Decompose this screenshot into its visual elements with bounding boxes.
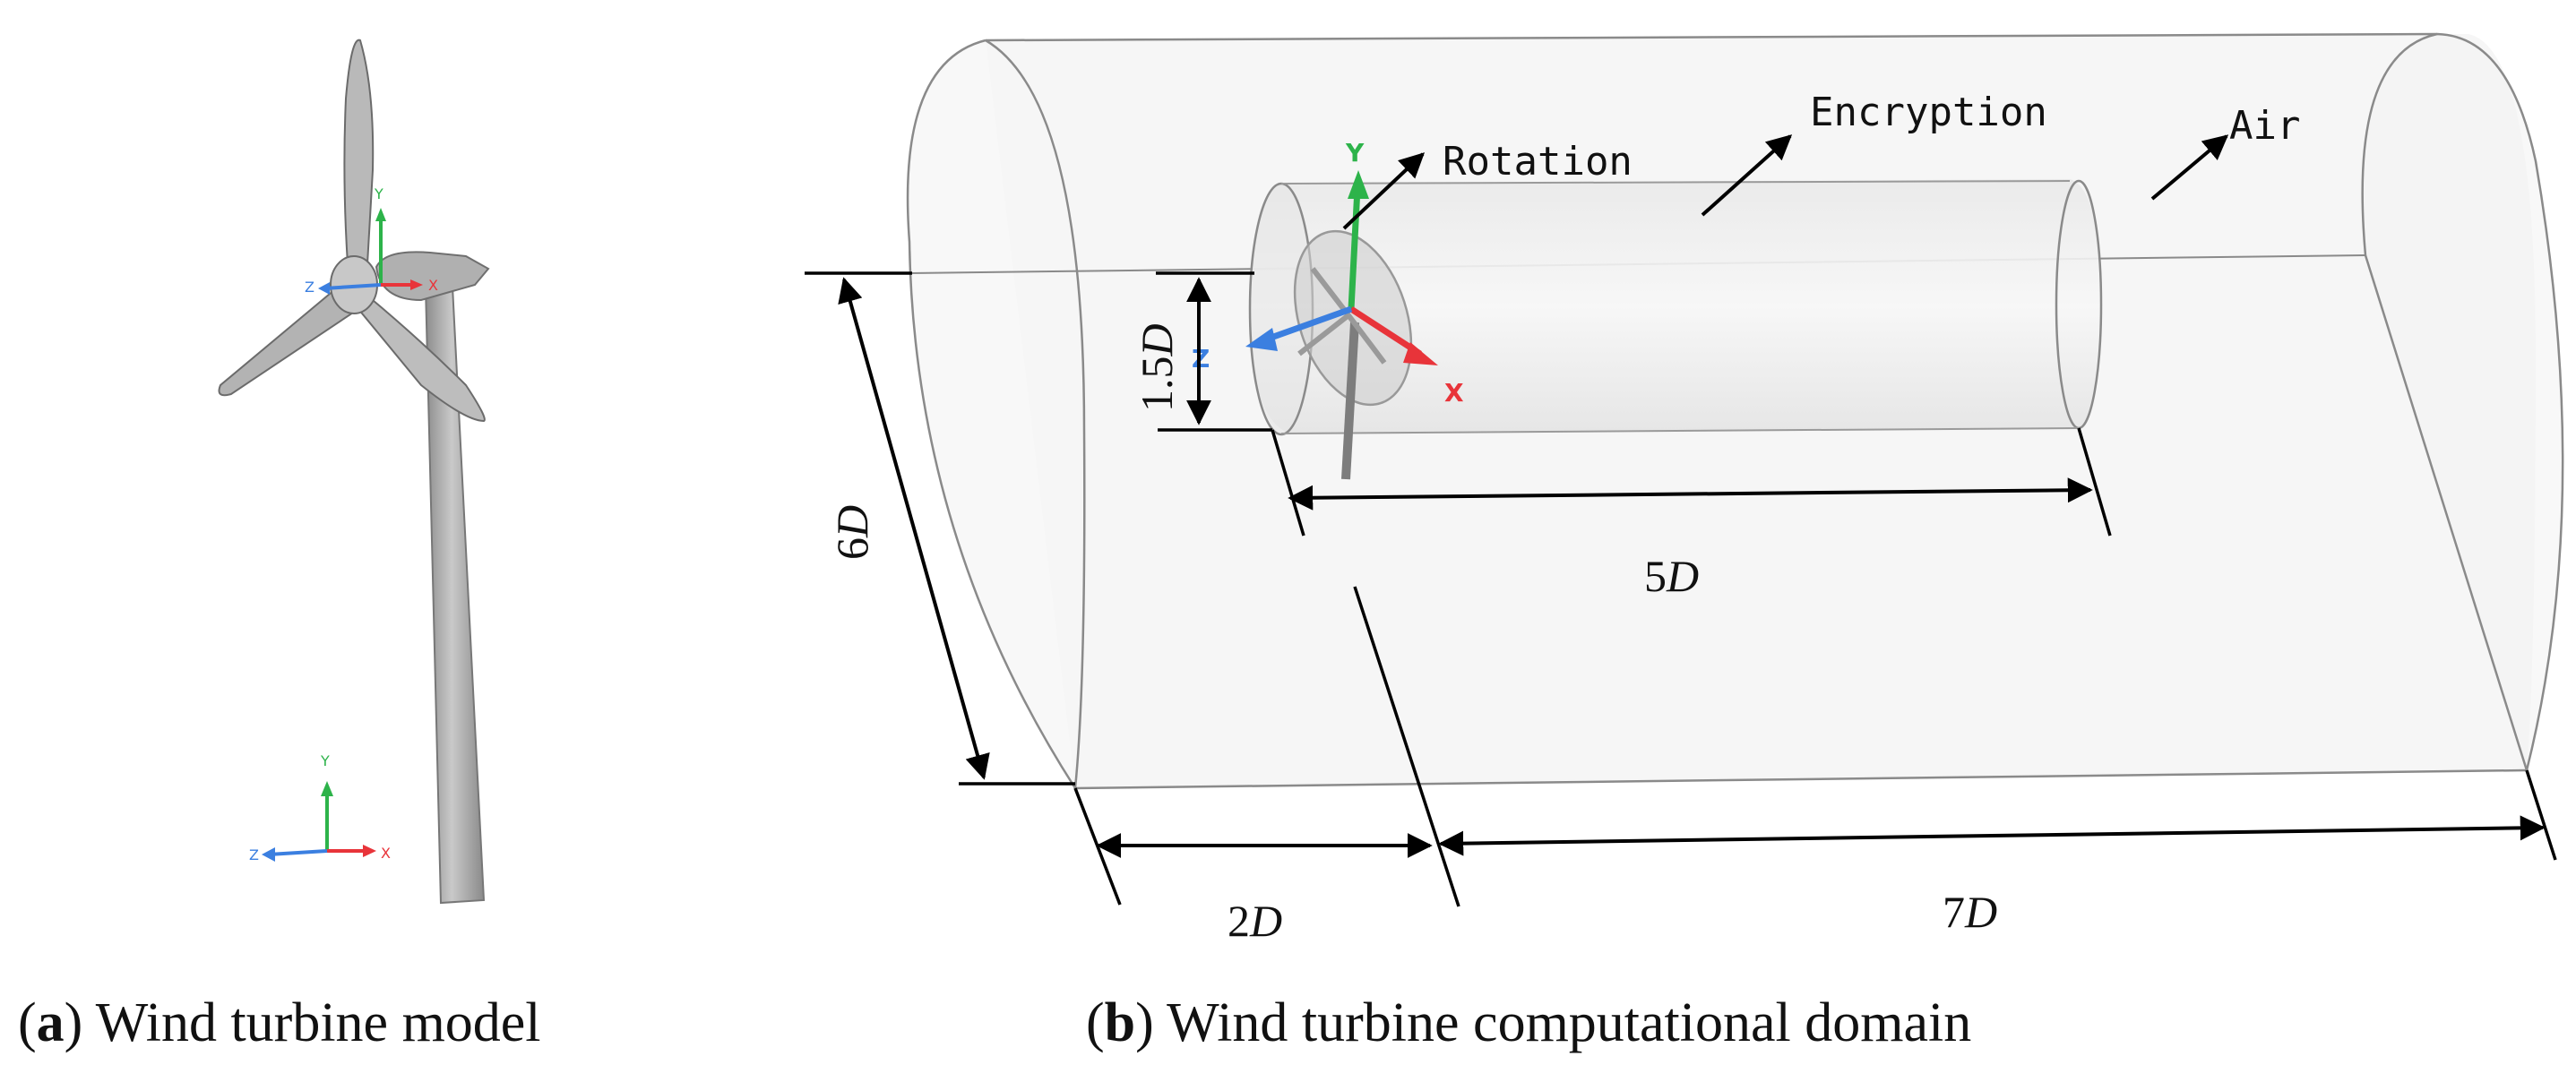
corner-axis-z-label: Z <box>249 846 259 863</box>
turbine-blade-right <box>357 294 486 423</box>
domain-axis-y-label: Y <box>1345 138 1365 167</box>
domain-axes-triad <box>1245 170 1438 365</box>
outer-domain-top-edge <box>985 32 2438 42</box>
dim-5d-arrow <box>1288 477 2093 511</box>
dim-6d-arrow <box>838 277 990 780</box>
turbine-blade-top <box>343 39 375 265</box>
outer-domain-right-arc <box>2361 32 2564 775</box>
dim-7d-arrow <box>1438 815 2546 856</box>
wind-turbine-model: Y X Z Y X Z <box>218 39 490 905</box>
hub-axes-triad <box>318 208 423 295</box>
hub-axis-y-label: Y <box>374 185 383 202</box>
corner-axis-y-label: Y <box>320 752 330 769</box>
encryption-cylinder-body <box>1250 179 2101 434</box>
rotation-label: Rotation <box>1443 139 1633 185</box>
computational-domain <box>906 32 2564 790</box>
dim-7d-label: 7D <box>1943 887 1997 937</box>
turbine-tower-b <box>1341 322 1359 480</box>
dim-2d-label: 2D <box>1228 896 1282 946</box>
air-label: Air <box>2229 103 2300 149</box>
domain-axis-z-label: Z <box>1192 344 1210 374</box>
panel-a-caption: (a) Wind turbine model <box>18 992 541 1053</box>
dim-5d-label: 5D <box>1644 551 1699 601</box>
dim-1-5d-label: 1.5D <box>1132 323 1182 412</box>
turbine-nacelle <box>375 251 490 302</box>
encryption-label: Encryption <box>1810 90 2047 135</box>
dimension-arrows <box>838 277 2546 858</box>
panel-b-caption: (b) Wind turbine computational domain <box>1086 992 1971 1053</box>
encryption-pointer-arrow <box>1701 134 1793 217</box>
turbine-blade-left <box>218 283 360 397</box>
corner-axes-triad <box>262 781 376 862</box>
air-pointer-arrow <box>2150 134 2229 201</box>
corner-axis-x-label: X <box>381 845 391 862</box>
dim-6d-label: 6D <box>827 505 877 560</box>
hub-axis-z-label: Z <box>305 279 314 296</box>
rotation-pointer-arrow <box>1342 152 1426 230</box>
domain-axis-x-label: X <box>1444 378 1464 408</box>
outer-domain-left-arc-inner <box>985 39 1086 789</box>
hub-axis-x-label: X <box>428 277 438 294</box>
outer-domain-bottom-edge <box>1074 769 2528 790</box>
